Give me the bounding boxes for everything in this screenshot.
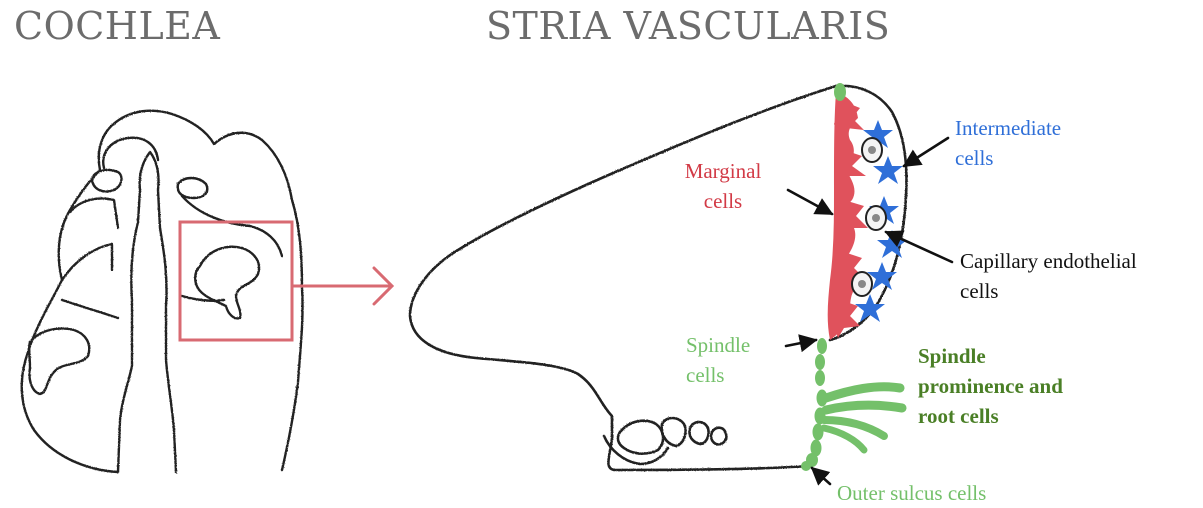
cochlea-mid-left-loop <box>62 244 112 280</box>
organ-shape-1 <box>618 421 663 454</box>
root-cell-process <box>826 387 900 398</box>
marginal-cells-label-line: cells <box>668 186 778 216</box>
marginal-cells-label: Marginal cells <box>668 156 778 216</box>
duct-outline <box>410 86 836 470</box>
spindle-cell <box>815 354 825 370</box>
zoom-arrow <box>292 268 392 304</box>
spindle-label-line: cells <box>686 360 750 390</box>
cochlea-mid-right-scala-2 <box>182 296 224 301</box>
spindle-cell <box>815 370 825 386</box>
spindle-label-line: Spindle <box>686 330 750 360</box>
marginal-cells-label-line: Marginal <box>668 156 778 186</box>
root-cell-process <box>824 428 864 450</box>
arrow-outer-sulcus <box>812 468 830 484</box>
spindle-prominence-label: Spindle prominence and root cells <box>918 341 1063 431</box>
cochlea-outer-outline <box>22 111 303 472</box>
cochlea-mid-right-duct <box>195 247 259 319</box>
spindle-prominence-root-cells <box>811 387 902 456</box>
capillary-label-line: cells <box>960 276 1137 306</box>
capillary-label-line: Capillary endothelial <box>960 246 1137 276</box>
marginal-cells-band <box>828 92 868 340</box>
cochlea-top-duct-left <box>92 170 121 192</box>
intermediate-cells-label-line: Intermediate <box>955 113 1061 143</box>
outer-sulcus-cells-label: Outer sulcus cells <box>837 478 986 508</box>
cochlea-bottom-left-duct <box>29 329 89 395</box>
spindle-cell <box>817 338 827 354</box>
intermediate-cells-label: Intermediate cells <box>955 113 1061 173</box>
cochlea-mid-left-turn <box>70 199 118 229</box>
prominence-label-line: prominence and <box>918 371 1063 401</box>
outer-sulcus-cells <box>801 453 818 471</box>
cochlea-drawing <box>22 111 303 472</box>
prominence-label-line: root cells <box>918 401 1063 431</box>
intermediate-cells-label-line: cells <box>955 143 1061 173</box>
capillary-endothelial-cells-label: Capillary endothelial cells <box>960 246 1137 306</box>
cochlea-modiolus <box>118 152 176 472</box>
cochlea-bottom-left-scala <box>62 300 118 318</box>
organ-shape-3 <box>689 422 708 444</box>
arrow-spindle <box>786 340 816 346</box>
spindle-cell-top <box>834 83 846 101</box>
organ-shape-4 <box>711 428 726 445</box>
spindle-cells-label: Spindle cells <box>686 330 750 390</box>
arrow-marginal <box>788 190 832 214</box>
organ-shape-2 <box>662 418 686 446</box>
root-cell-process <box>826 405 902 410</box>
arrow-intermediate <box>904 138 948 166</box>
prominence-label-line: Spindle <box>918 341 1063 371</box>
